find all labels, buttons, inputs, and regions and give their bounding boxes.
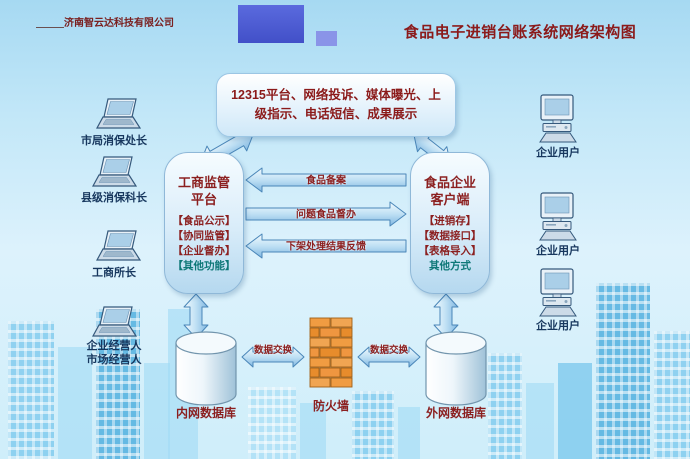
building	[654, 331, 690, 459]
node-label-enterprise-user: 企业用户	[536, 245, 580, 257]
node-label-city-bureau: 市局消保处长	[81, 135, 147, 147]
building	[248, 387, 296, 459]
platform-item: 【数据接口】	[418, 229, 482, 242]
flow-label-data-exchange-left: 数据交换	[253, 345, 293, 356]
flow-label-food-filing: 食品备案	[306, 175, 346, 187]
platform-item: 其他方式	[429, 259, 471, 272]
platform-item: 【进销存】	[423, 214, 477, 227]
regulator-platform-title: 工商监管 平台	[177, 175, 230, 207]
building	[352, 391, 394, 459]
node-label-county-section: 县级消保科长	[81, 192, 147, 204]
header-decoration-rect	[238, 5, 304, 43]
flow-label-offshelf-feedback: 下架处理结果反馈	[286, 241, 366, 253]
platform-item: 【表格导入】	[418, 244, 482, 257]
regulator-platform-box: 工商监管 平台 【食品公示】 【协同监管】 【企业督办】 【其他功能】	[164, 152, 244, 294]
node-label-enterprise-user: 企业用户	[536, 320, 580, 332]
desktop-computer-icon	[539, 192, 577, 241]
building	[144, 363, 170, 459]
building	[488, 353, 522, 459]
external-db-label: 外网数据库	[425, 406, 486, 420]
internal-db-label: 内网数据库	[175, 406, 236, 420]
page-title: 食品电子进销台账系统网络架构图	[403, 24, 637, 41]
platform-item: 【企业督办】	[172, 244, 236, 257]
node-label-enterprise-user: 企业用户	[536, 147, 580, 159]
node-label-operators: 企业经营人 市场经营人	[86, 340, 142, 366]
enterprise-client-box: 食品企业 客户端 【进销存】 【数据接口】 【表格导入】 其他方式	[410, 152, 490, 294]
desktop-computer-icon	[539, 268, 577, 317]
regulator-platform-items: 【食品公示】 【协同监管】 【企业督办】 【其他功能】	[165, 214, 243, 274]
flow-label-data-exchange-right: 数据交换	[369, 345, 409, 356]
laptop-icon	[92, 306, 138, 337]
building	[58, 347, 92, 459]
company-underline	[36, 27, 64, 28]
laptop-icon	[96, 230, 142, 261]
enterprise-client-items: 【进销存】 【数据接口】 【表格导入】 其他方式	[411, 214, 489, 274]
building	[398, 407, 420, 459]
company-name: 济南智云达科技有限公司	[64, 18, 174, 29]
header-decoration-rect-small	[316, 31, 337, 46]
laptop-icon	[92, 156, 138, 187]
firewall-label: 防火墙	[312, 399, 349, 413]
enterprise-client-title: 食品企业 客户端	[423, 175, 476, 207]
building	[596, 283, 650, 459]
complaint-channels-box: 12315平台、网络投诉、媒体曝光、上级指示、电话短信、成果展示	[216, 73, 456, 137]
laptop-icon	[96, 98, 142, 129]
platform-item: 【其他功能】	[172, 259, 236, 272]
platform-item: 【食品公示】	[172, 214, 236, 227]
node-label-branch-director: 工商所长	[92, 267, 136, 279]
flow-label-problem-supervision: 问题食品督办	[296, 209, 356, 221]
building	[558, 363, 592, 459]
platform-item: 【协同监管】	[172, 229, 236, 242]
building	[8, 321, 54, 459]
building	[300, 403, 326, 459]
complaint-channels-text: 12315平台、网络投诉、媒体曝光、上级指示、电话短信、成果展示	[231, 87, 441, 121]
external-database-cylinder-icon	[425, 331, 487, 406]
firewall-icon	[309, 317, 353, 388]
internal-database-cylinder-icon	[175, 331, 237, 406]
desktop-computer-icon	[539, 94, 577, 143]
building	[526, 383, 554, 459]
